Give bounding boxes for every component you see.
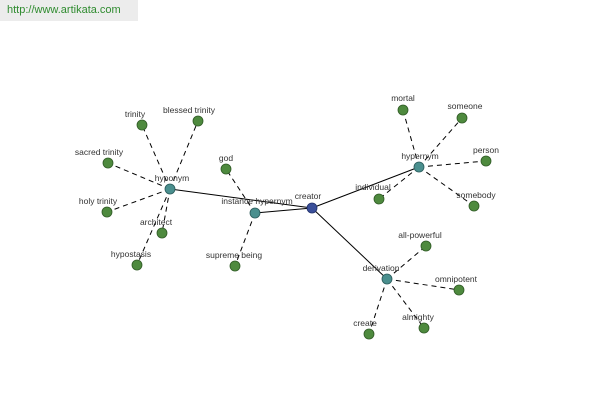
edge-supreme_being xyxy=(234,212,256,267)
label-all-powerful[interactable]: all-powerful xyxy=(398,230,442,240)
edge-hypernym xyxy=(311,166,420,209)
node-person[interactable] xyxy=(480,155,492,167)
edge-derivation xyxy=(311,207,388,280)
node-trinity[interactable] xyxy=(136,119,148,131)
node-supreme-being[interactable] xyxy=(229,260,241,272)
edge-hyponym xyxy=(169,188,313,209)
label-architect[interactable]: architect xyxy=(140,217,173,227)
node-create[interactable] xyxy=(363,328,375,340)
label-creator[interactable]: creator xyxy=(295,191,322,201)
label-holy-trinity[interactable]: holy trinity xyxy=(79,196,118,206)
label-omnipotent[interactable]: omnipotent xyxy=(435,274,478,284)
edge-sacred_trinity xyxy=(107,162,171,190)
node-individual[interactable] xyxy=(373,193,385,205)
label-derivation[interactable]: derivation xyxy=(363,263,400,273)
edge-omnipotent xyxy=(386,278,460,291)
node-someone[interactable] xyxy=(456,112,468,124)
edge-someone xyxy=(418,117,463,168)
label-hypernym[interactable]: hypernym xyxy=(401,151,438,161)
node-god[interactable] xyxy=(220,163,232,175)
label-trinity[interactable]: trinity xyxy=(125,109,146,119)
label-hyponym[interactable]: hyponym xyxy=(155,173,190,183)
node-hyponym[interactable] xyxy=(164,183,176,195)
edge-somebody xyxy=(418,166,475,207)
edge-person xyxy=(418,160,487,168)
node-omnipotent[interactable] xyxy=(453,284,465,296)
source-url[interactable]: http://www.artikata.com xyxy=(0,0,138,21)
label-blessed-trinity[interactable]: blessed trinity xyxy=(163,105,216,115)
edge-architect xyxy=(161,188,171,234)
node-sacred-trinity[interactable] xyxy=(102,157,114,169)
label-person[interactable]: person xyxy=(473,145,499,155)
node-somebody[interactable] xyxy=(468,200,480,212)
edge-almighty xyxy=(386,278,425,329)
node-all-powerful[interactable] xyxy=(420,240,432,252)
edge-mortal xyxy=(402,109,420,168)
label-create[interactable]: create xyxy=(353,318,377,328)
edge-holy_trinity xyxy=(106,188,171,213)
label-instance-hypernym[interactable]: instance hypernym xyxy=(221,196,292,206)
edge-create xyxy=(368,278,388,335)
label-god[interactable]: god xyxy=(219,153,233,163)
node-hypostasis[interactable] xyxy=(131,259,143,271)
node-instance-hypernym[interactable] xyxy=(249,207,261,219)
label-somebody[interactable]: somebody xyxy=(456,190,496,200)
node-derivation[interactable] xyxy=(381,273,393,285)
edge-hypostasis xyxy=(136,188,171,266)
edge-blessed_trinity xyxy=(169,120,199,190)
graph-labels: trinity blessed trinity sacred trinity holy… xyxy=(75,93,499,328)
node-mortal[interactable] xyxy=(397,104,409,116)
label-someone[interactable]: someone xyxy=(448,101,483,111)
edge-instance_hypernym xyxy=(254,207,313,214)
node-holy-trinity[interactable] xyxy=(101,206,113,218)
node-architect[interactable] xyxy=(156,227,168,239)
node-creator[interactable] xyxy=(306,202,318,214)
label-mortal[interactable]: mortal xyxy=(391,93,415,103)
edge-trinity xyxy=(141,124,171,190)
label-sacred-trinity[interactable]: sacred trinity xyxy=(75,147,124,157)
node-blessed-trinity[interactable] xyxy=(192,115,204,127)
graph-edges xyxy=(106,109,487,335)
node-hypernym[interactable] xyxy=(413,161,425,173)
label-supreme-being[interactable]: supreme being xyxy=(206,250,263,260)
node-almighty[interactable] xyxy=(418,322,430,334)
edge-god xyxy=(225,168,256,214)
label-almighty[interactable]: almighty xyxy=(402,312,434,322)
graph-nodes xyxy=(101,104,492,340)
label-hypostasis[interactable]: hypostasis xyxy=(111,249,151,259)
label-individual[interactable]: individual xyxy=(355,182,391,192)
